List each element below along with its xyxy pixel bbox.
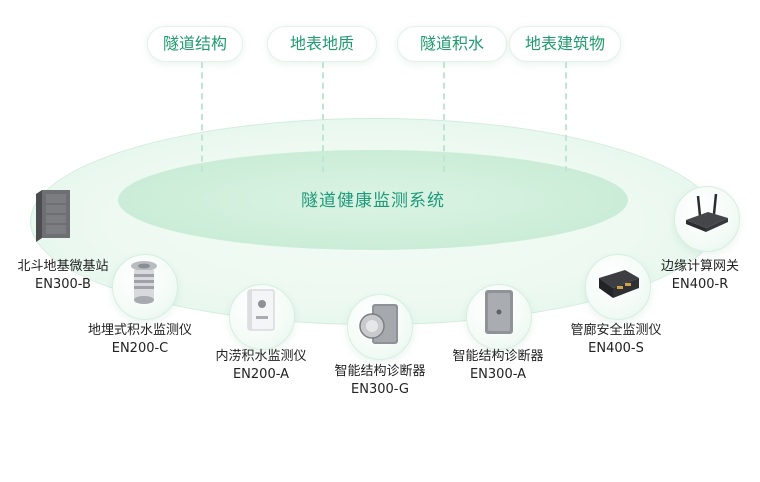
device-name: 北斗地基微基站 [17, 259, 109, 274]
device-model: EN400-R [671, 277, 729, 292]
dial-diagnoser-icon [358, 300, 402, 348]
connector-line [322, 62, 324, 172]
device-model: EN200-C [111, 341, 169, 356]
connector-line [201, 62, 203, 172]
inner-ring [118, 150, 628, 250]
plate-diagnoser-icon [482, 288, 516, 338]
connector-line [565, 62, 567, 172]
device-label: 智能结构诊断器 EN300-A [418, 348, 578, 384]
device-label: 内涝积水监测仪 EN200-A [181, 348, 341, 384]
tag-tunnel-water: 隧道积水 [397, 26, 507, 62]
device-label: 地埋式积水监测仪 EN200-C [60, 322, 220, 358]
device-label: 智能结构诊断器 EN300-G [300, 363, 460, 399]
tag-surface-geology: 地表地质 [267, 26, 377, 62]
box-sensor-icon [244, 288, 278, 334]
device-label: 管廊安全监测仪 EN400-S [536, 322, 696, 358]
device-model: EN300-G [351, 382, 409, 397]
server-cabinet-icon [34, 188, 72, 242]
dark-box-monitor-icon [595, 266, 641, 302]
center-title: 隧道健康监测系统 [301, 191, 445, 211]
device-label: 边缘计算网关 EN400-R [620, 258, 760, 294]
device-name: 地埋式积水监测仪 [87, 323, 192, 338]
device-model: EN300-B [35, 277, 91, 292]
device-label: 北斗地基微基站 EN300-B [0, 258, 143, 294]
cylinder-sensor-icon [126, 258, 162, 308]
device-model: EN300-A [469, 367, 527, 382]
device-name: 智能结构诊断器 [452, 349, 544, 364]
device-name: 管廊安全监测仪 [570, 323, 662, 338]
tag-tunnel-structure: 隧道结构 [147, 26, 243, 62]
device-name: 内涝积水监测仪 [215, 349, 307, 364]
device-name: 边缘计算网关 [660, 259, 739, 274]
device-name: 智能结构诊断器 [334, 364, 426, 379]
device-model: EN200-A [232, 367, 290, 382]
device-model: EN400-S [588, 341, 644, 356]
tag-surface-buildings: 地表建筑物 [509, 26, 621, 62]
connector-line [443, 62, 445, 172]
router-antenna-icon [684, 192, 730, 236]
